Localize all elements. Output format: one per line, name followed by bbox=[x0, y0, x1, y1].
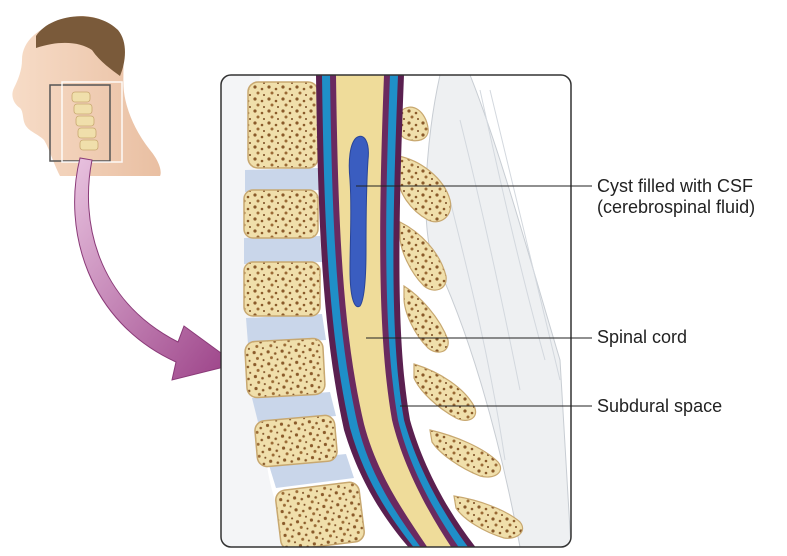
syrinx-cyst bbox=[349, 136, 368, 306]
label-spinal-cord: Spinal cord bbox=[597, 327, 687, 347]
head-thumbnail bbox=[12, 16, 160, 176]
label-cyst-line-2: (cerebrospinal fluid) bbox=[597, 197, 755, 217]
label-cyst-line-1: Cyst filled with CSF bbox=[597, 176, 753, 196]
label-subdural-space: Subdural space bbox=[597, 396, 722, 416]
pointer-arrow bbox=[75, 158, 236, 380]
detail-panel bbox=[221, 75, 571, 551]
